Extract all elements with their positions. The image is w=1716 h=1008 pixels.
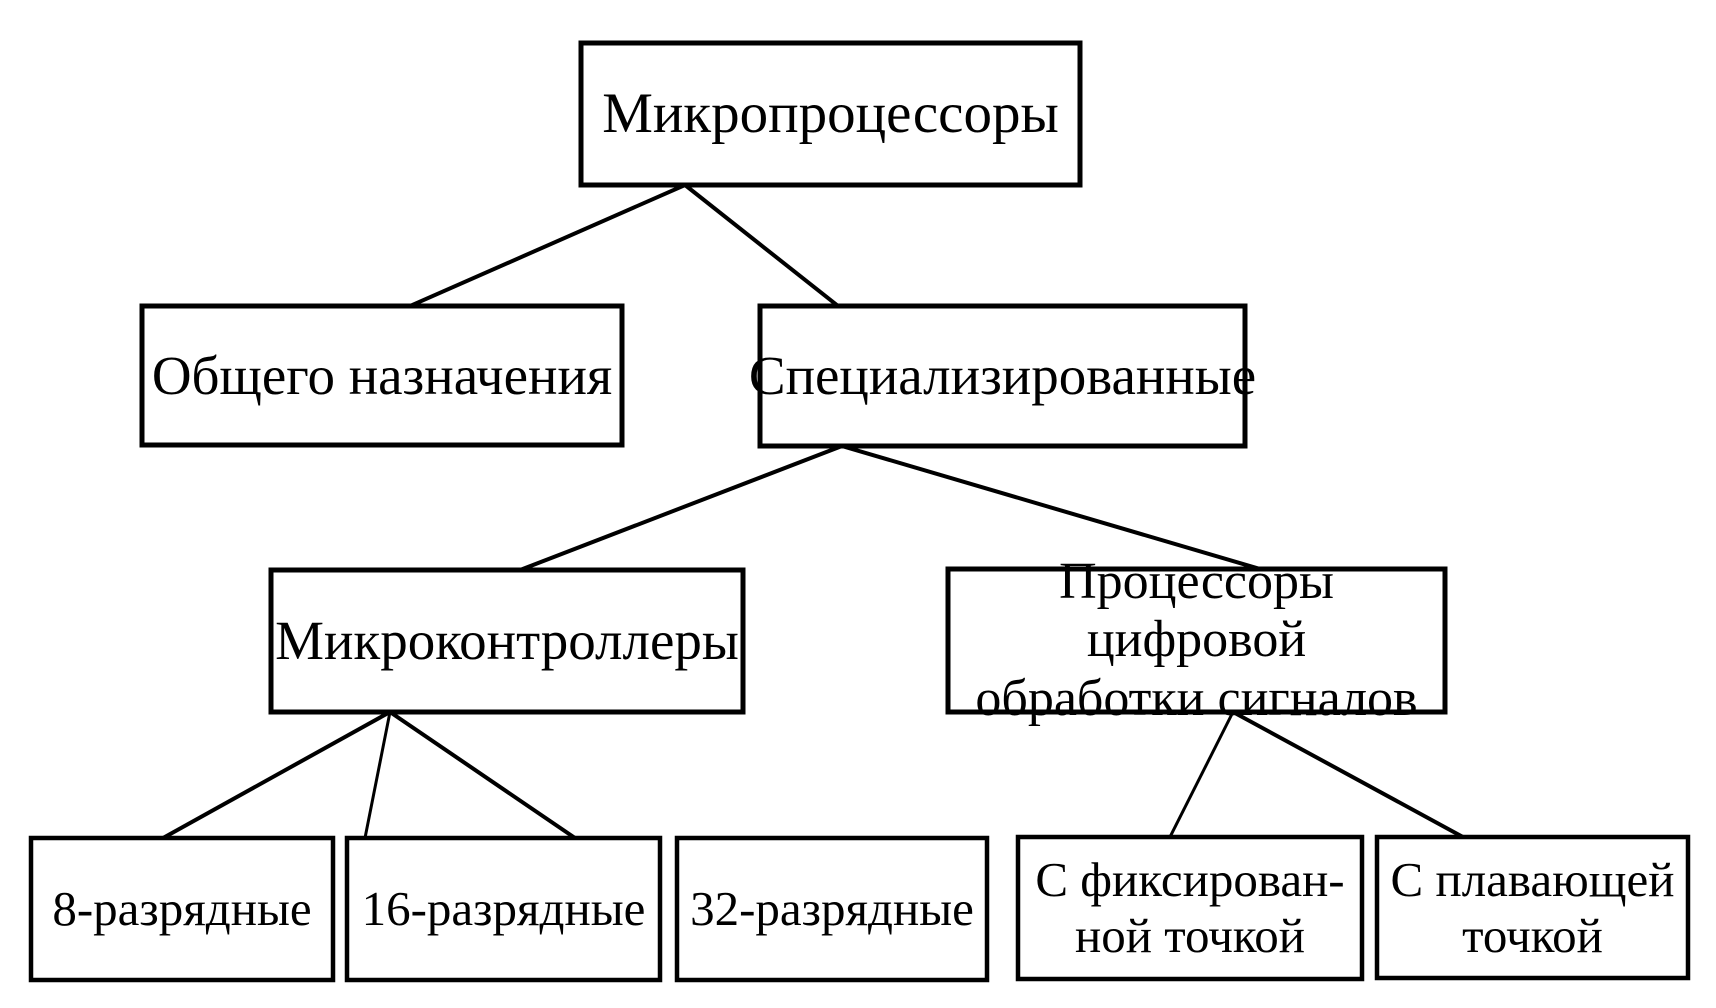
node-box-specialized[interactable]: [757, 303, 1248, 449]
node-box-microcontrollers[interactable]: [268, 567, 746, 715]
edge-microcontrollers-to-32bit: [387, 709, 578, 841]
node-box-dsp[interactable]: [945, 566, 1448, 715]
node-rectangles: [28, 40, 1691, 983]
edge-specialized-to-microcontrollers: [517, 443, 845, 573]
node-box-general-purpose[interactable]: [139, 303, 625, 448]
edge-root-to-general-purpose: [407, 182, 688, 309]
node-box-dsp-fixed-point[interactable]: [1015, 834, 1365, 982]
edge-specialized-to-dsp: [839, 443, 1263, 572]
node-box-root[interactable]: [578, 40, 1083, 188]
node-box-mcu-8bit[interactable]: [28, 835, 336, 983]
node-box-mcu-32bit[interactable]: [674, 835, 990, 983]
edge-microcontrollers-to-8bit: [160, 709, 393, 841]
connector-lines: [160, 182, 1466, 841]
node-box-mcu-16bit[interactable]: [344, 835, 663, 983]
edge-dsp-to-floating-point: [1230, 709, 1466, 840]
edge-microcontrollers-to-16bit: [363, 710, 392, 840]
node-box-dsp-floating-point[interactable]: [1374, 834, 1691, 981]
edge-dsp-to-fixed-point: [1167, 709, 1236, 840]
edge-root-to-specialized: [682, 182, 841, 309]
